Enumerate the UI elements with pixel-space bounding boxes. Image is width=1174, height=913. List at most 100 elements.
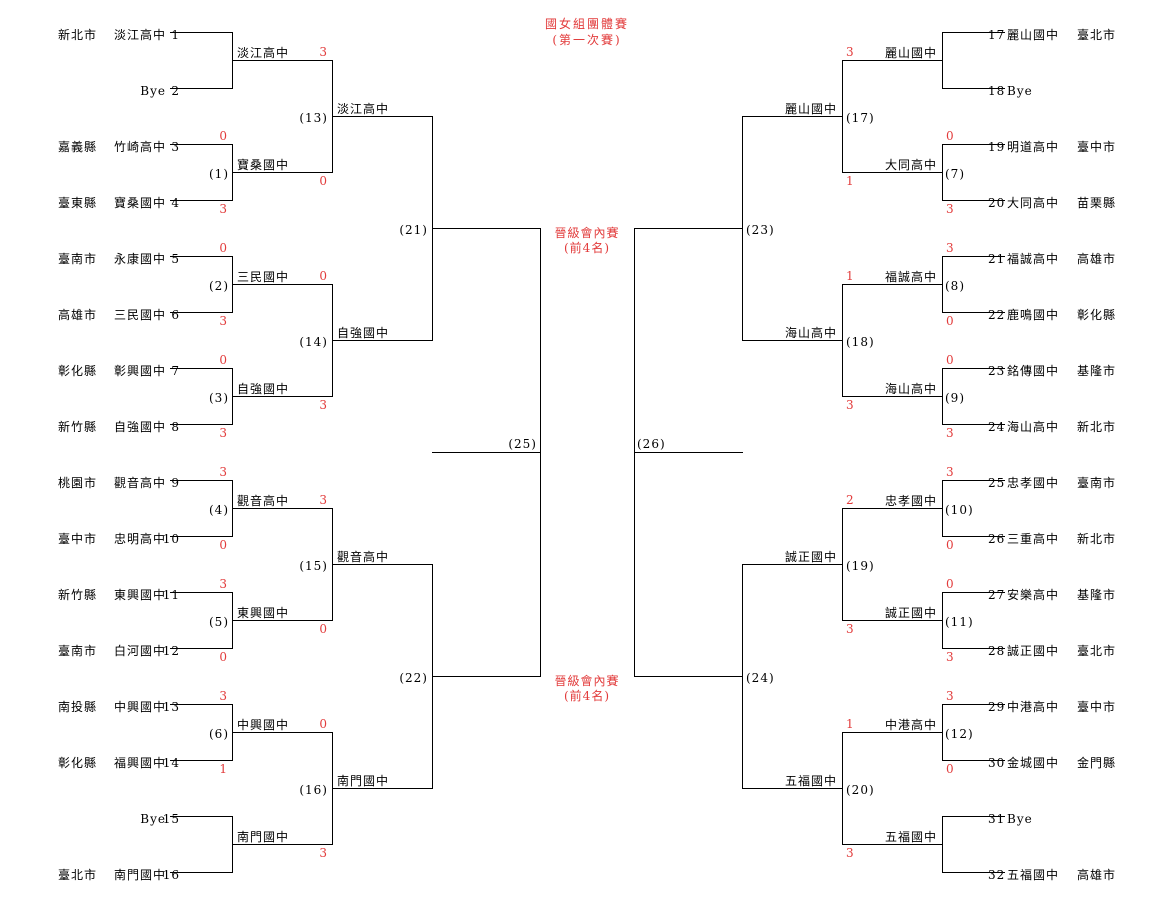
entry-number: 20 [988,196,1006,210]
bracket-line [634,228,743,229]
bracket-line [232,620,333,621]
team-name: 中港高中 [1007,700,1060,714]
advancing-team: 海山高中 [784,326,837,340]
match-score: 0 [319,717,328,731]
entry-number: 10 [162,532,180,546]
entry-number: 14 [162,756,180,770]
match-score: 3 [946,202,955,216]
advancing-team: 寶桑國中 [237,158,290,172]
match-score: 1 [846,717,855,731]
team-region: 臺北市 [58,868,98,882]
advancing-team: 南門國中 [337,774,390,788]
bracket-line [232,844,333,845]
entry-number: 18 [988,84,1006,98]
team-name: 三民國中 [113,308,166,322]
match-number: (20) [846,783,875,797]
bracket-line [170,256,233,257]
bracket-line [232,396,333,397]
match-score: 3 [846,45,855,59]
entry-number: 27 [988,588,1006,602]
match-number: (13) [299,111,328,125]
bracket-line [942,536,1005,537]
team-region: 彰化縣 [1077,308,1117,322]
bracket-line [842,396,943,397]
match-score: 0 [946,353,955,367]
entry-number: 8 [171,420,180,434]
team-name: 彰興國中 [113,364,166,378]
match-score: 3 [846,622,855,636]
bracket-line [170,592,233,593]
team-name: 五福國中 [1007,868,1060,882]
match-score: 3 [946,465,955,479]
match-score: 3 [219,314,228,328]
bracket-line [942,480,1005,481]
advancing-team: 淡江高中 [337,102,390,116]
match-score: 0 [219,241,228,255]
match-score: 3 [219,465,228,479]
team-name: 竹崎高中 [113,140,166,154]
match-score: 3 [946,241,955,255]
bracket-line [842,732,943,733]
team-region: 臺南市 [58,252,98,266]
entry-number: 16 [162,868,180,882]
entry-number: 2 [171,84,180,98]
team-region: 新北市 [1077,420,1117,434]
entry-number: 23 [988,364,1006,378]
advance-label-note: (前4名) [564,689,610,703]
entry-number: 21 [988,252,1006,266]
advancing-team: 五福國中 [784,774,837,788]
match-score: 3 [846,846,855,860]
bracket-line [232,508,333,509]
team-region: 臺北市 [1077,28,1117,42]
bracket-line [942,704,1005,705]
team-region: 臺東縣 [58,196,98,210]
bracket-line [942,424,1005,425]
bracket-line [742,340,843,341]
team-region: 臺中市 [1077,700,1117,714]
entry-number: 25 [988,476,1006,490]
advance-label: 晉級會內賽 [554,226,620,240]
bracket-line [942,816,1005,817]
match-number: (8) [945,279,965,293]
advancing-team: 誠正國中 [784,550,837,564]
match-number: (5) [209,615,229,629]
bracket-line [332,116,433,117]
bracket-line [842,172,943,173]
bracket-line [170,480,233,481]
advancing-team: 東興國中 [237,606,290,620]
match-score: 2 [846,493,855,507]
advancing-team: 南門國中 [237,830,290,844]
bracket-line [942,88,1005,89]
entry-number: 6 [171,308,180,322]
team-name: 淡江高中 [113,28,166,42]
match-number: (23) [746,223,775,237]
entry-number: 5 [171,252,180,266]
team-region: 臺北市 [1077,644,1117,658]
match-score: 3 [946,426,955,440]
team-name: 大同高中 [1007,196,1060,210]
match-number: (2) [209,279,229,293]
entry-number: 24 [988,420,1006,434]
bracket-line [942,312,1005,313]
entry-number: 7 [171,364,180,378]
entry-number: 22 [988,308,1006,322]
bracket-line [842,284,943,285]
bracket-line [842,844,943,845]
match-score: 0 [319,269,328,283]
advancing-team: 觀音高中 [237,494,290,508]
match-score: 0 [946,129,955,143]
team-name: 觀音高中 [113,476,166,490]
bracket-line [942,368,1005,369]
team-region: 高雄市 [1077,252,1117,266]
team-name: Bye [1007,84,1033,98]
team-name: 中興國中 [113,700,166,714]
advancing-team: 中港高中 [884,718,937,732]
team-name: Bye [140,812,166,826]
match-score: 3 [319,846,328,860]
match-number: (10) [945,503,974,517]
team-region: 新竹縣 [58,588,98,602]
bracket-line [742,788,843,789]
bracket-line [742,116,843,117]
entry-number: 30 [988,756,1006,770]
